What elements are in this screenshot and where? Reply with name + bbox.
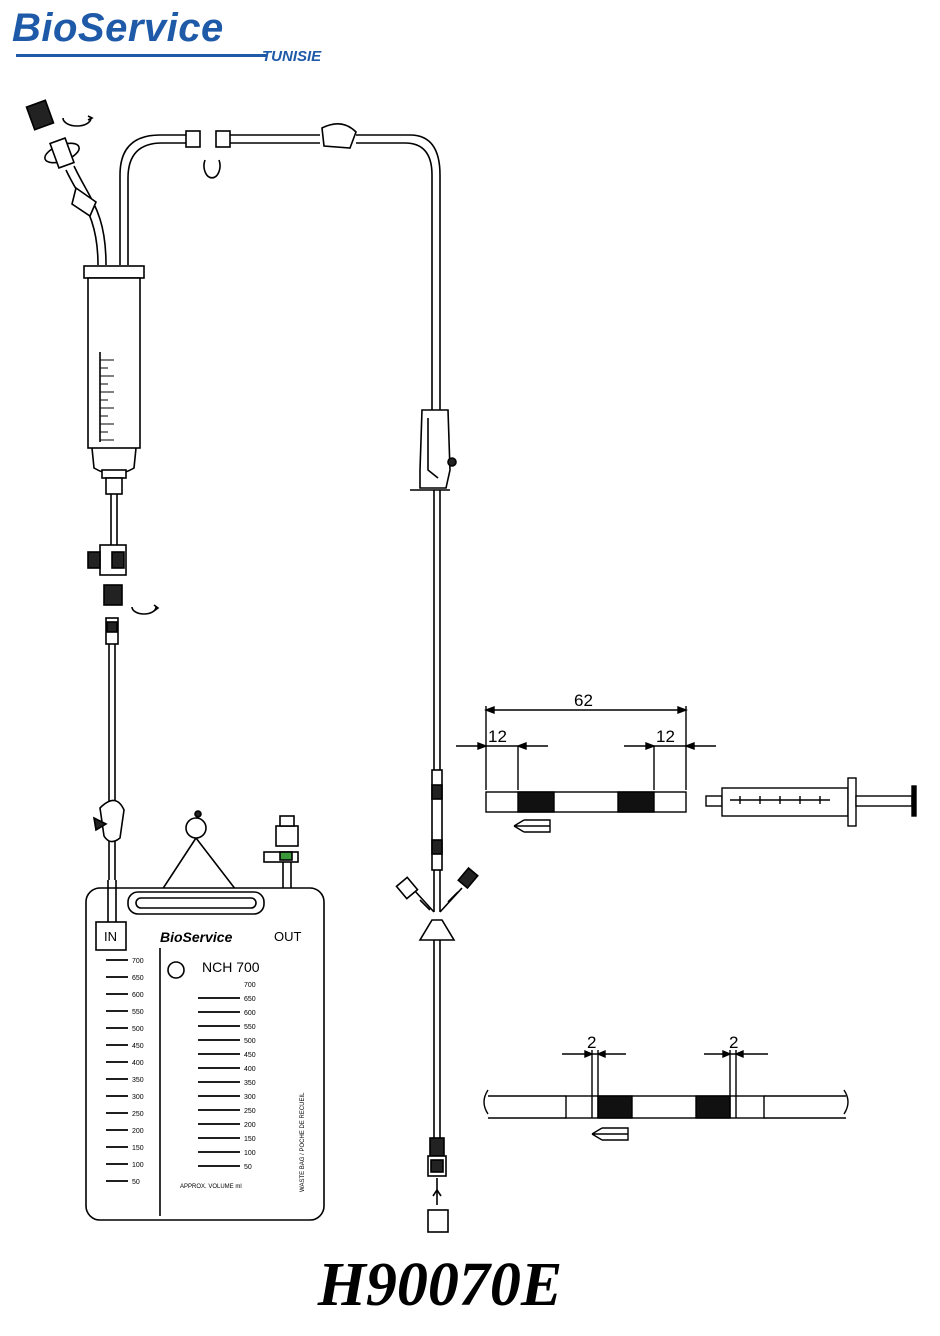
syringe-icon bbox=[705, 777, 917, 827]
scale-label: 650 bbox=[244, 996, 256, 1003]
scale-label: 200 bbox=[244, 1122, 256, 1129]
y-injection-site bbox=[395, 866, 479, 941]
scale-label: 50 bbox=[244, 1164, 252, 1171]
product-code: H90070E bbox=[317, 1251, 563, 1319]
bag-brand-label: BioService bbox=[160, 929, 233, 945]
scale-label: 350 bbox=[132, 1077, 144, 1084]
bag-right-scale: 700 650 600 550 500 450 400 350 300 250 200 150 100 5… bbox=[244, 982, 256, 1171]
scale-label: 550 bbox=[132, 1009, 144, 1016]
brand-logo: BioService TUNISIE bbox=[12, 6, 321, 65]
bag-out-label: OUT bbox=[274, 929, 302, 944]
roller-clamp-icon bbox=[71, 186, 97, 218]
burette-chamber bbox=[83, 265, 145, 479]
bag-left-scale: 700 650 600 550 500 450 400 350 300 250 200 150 100 5… bbox=[132, 958, 144, 1186]
scale-label: 550 bbox=[244, 1024, 256, 1031]
scale-label: 250 bbox=[244, 1108, 256, 1115]
scale-label: 500 bbox=[244, 1038, 256, 1045]
scale-label: 100 bbox=[132, 1162, 144, 1169]
pinch-clamp-icon bbox=[99, 799, 125, 843]
scale-label: 150 bbox=[244, 1136, 256, 1143]
gap-dimension-detail bbox=[483, 1049, 849, 1141]
scale-label: 300 bbox=[132, 1094, 144, 1101]
dim-gap-right-label: 2 bbox=[729, 1033, 738, 1052]
scale-label: 700 bbox=[132, 958, 144, 965]
bag-hanger bbox=[161, 810, 237, 891]
scale-label: 450 bbox=[244, 1052, 256, 1059]
scale-label: 400 bbox=[244, 1066, 256, 1073]
dim-right-marker-label: 12 bbox=[656, 727, 675, 746]
scale-label: 450 bbox=[132, 1043, 144, 1050]
scale-label: 500 bbox=[132, 1026, 144, 1033]
air-filter-icon bbox=[44, 137, 80, 169]
roller-clamp-body bbox=[410, 409, 457, 491]
scale-label: 700 bbox=[244, 982, 256, 989]
scale-label: 100 bbox=[244, 1150, 256, 1157]
scale-label: 400 bbox=[132, 1060, 144, 1067]
slide-clamp-icon bbox=[321, 123, 357, 149]
scale-label: 200 bbox=[132, 1128, 144, 1135]
scale-label: 600 bbox=[132, 992, 144, 999]
luer-connector bbox=[185, 130, 201, 148]
dim-left-marker-label: 12 bbox=[488, 727, 507, 746]
bag-approx-label: APPROX. VOLUME ml bbox=[180, 1184, 242, 1190]
bag-side-text: WASTE BAG / POCHE DE RECUEIL bbox=[300, 1092, 306, 1192]
dim-gap-left-label: 2 bbox=[587, 1033, 596, 1052]
stopcock-icon bbox=[87, 544, 127, 576]
scale-label: 250 bbox=[132, 1111, 144, 1118]
brand-name: BioService bbox=[12, 6, 224, 50]
vent-cap-icon bbox=[25, 99, 94, 131]
scale-label: 650 bbox=[132, 975, 144, 982]
outlet-port bbox=[263, 815, 299, 905]
scale-label: 50 bbox=[132, 1179, 140, 1186]
scale-label: 300 bbox=[244, 1094, 256, 1101]
scale-label: 600 bbox=[244, 1010, 256, 1017]
bag-in-label: IN bbox=[104, 929, 117, 944]
dim-total-label: 62 bbox=[574, 691, 593, 710]
brand-subtitle: TUNISIE bbox=[262, 48, 322, 65]
brand-underline bbox=[16, 54, 266, 57]
scale-label: 150 bbox=[132, 1145, 144, 1152]
bag-model-label: NCH 700 bbox=[202, 959, 260, 975]
scale-label: 350 bbox=[244, 1080, 256, 1087]
marker-dimension-detail bbox=[456, 705, 716, 833]
